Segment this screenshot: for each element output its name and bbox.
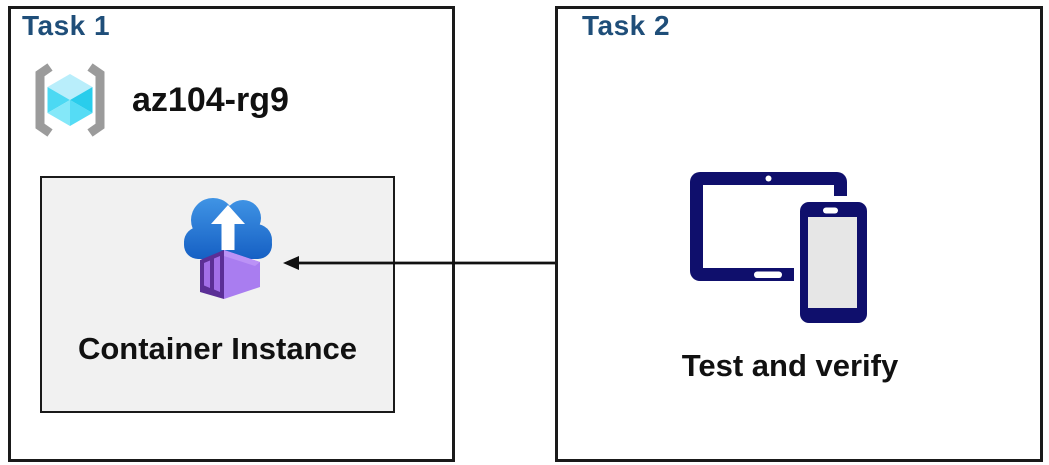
arrowhead (283, 256, 299, 270)
task2-title: Task 2 (582, 10, 671, 41)
tablet-camera-dot (765, 175, 772, 182)
resource-group: az104-rg9 (28, 60, 289, 140)
container-instances-icon (184, 198, 272, 299)
upload-arrow-icon (211, 205, 245, 250)
resource-group-icon (35, 63, 105, 137)
task2-panel (555, 6, 1043, 462)
task1-title: Task 1 (22, 10, 111, 41)
resource-group-name: az104-rg9 (132, 80, 289, 119)
cube (47, 74, 93, 126)
phone-speaker (823, 207, 838, 214)
container-instance-label: Container Instance (77, 331, 358, 366)
test-and-verify-label: Test and verify (681, 348, 899, 383)
devices-icon (690, 172, 867, 323)
phone-icon (794, 196, 867, 323)
tablet-home-button (754, 271, 782, 278)
right-bracket (87, 63, 105, 137)
phone-screen (808, 217, 857, 308)
left-bracket (35, 63, 53, 137)
container-shape (200, 250, 260, 299)
